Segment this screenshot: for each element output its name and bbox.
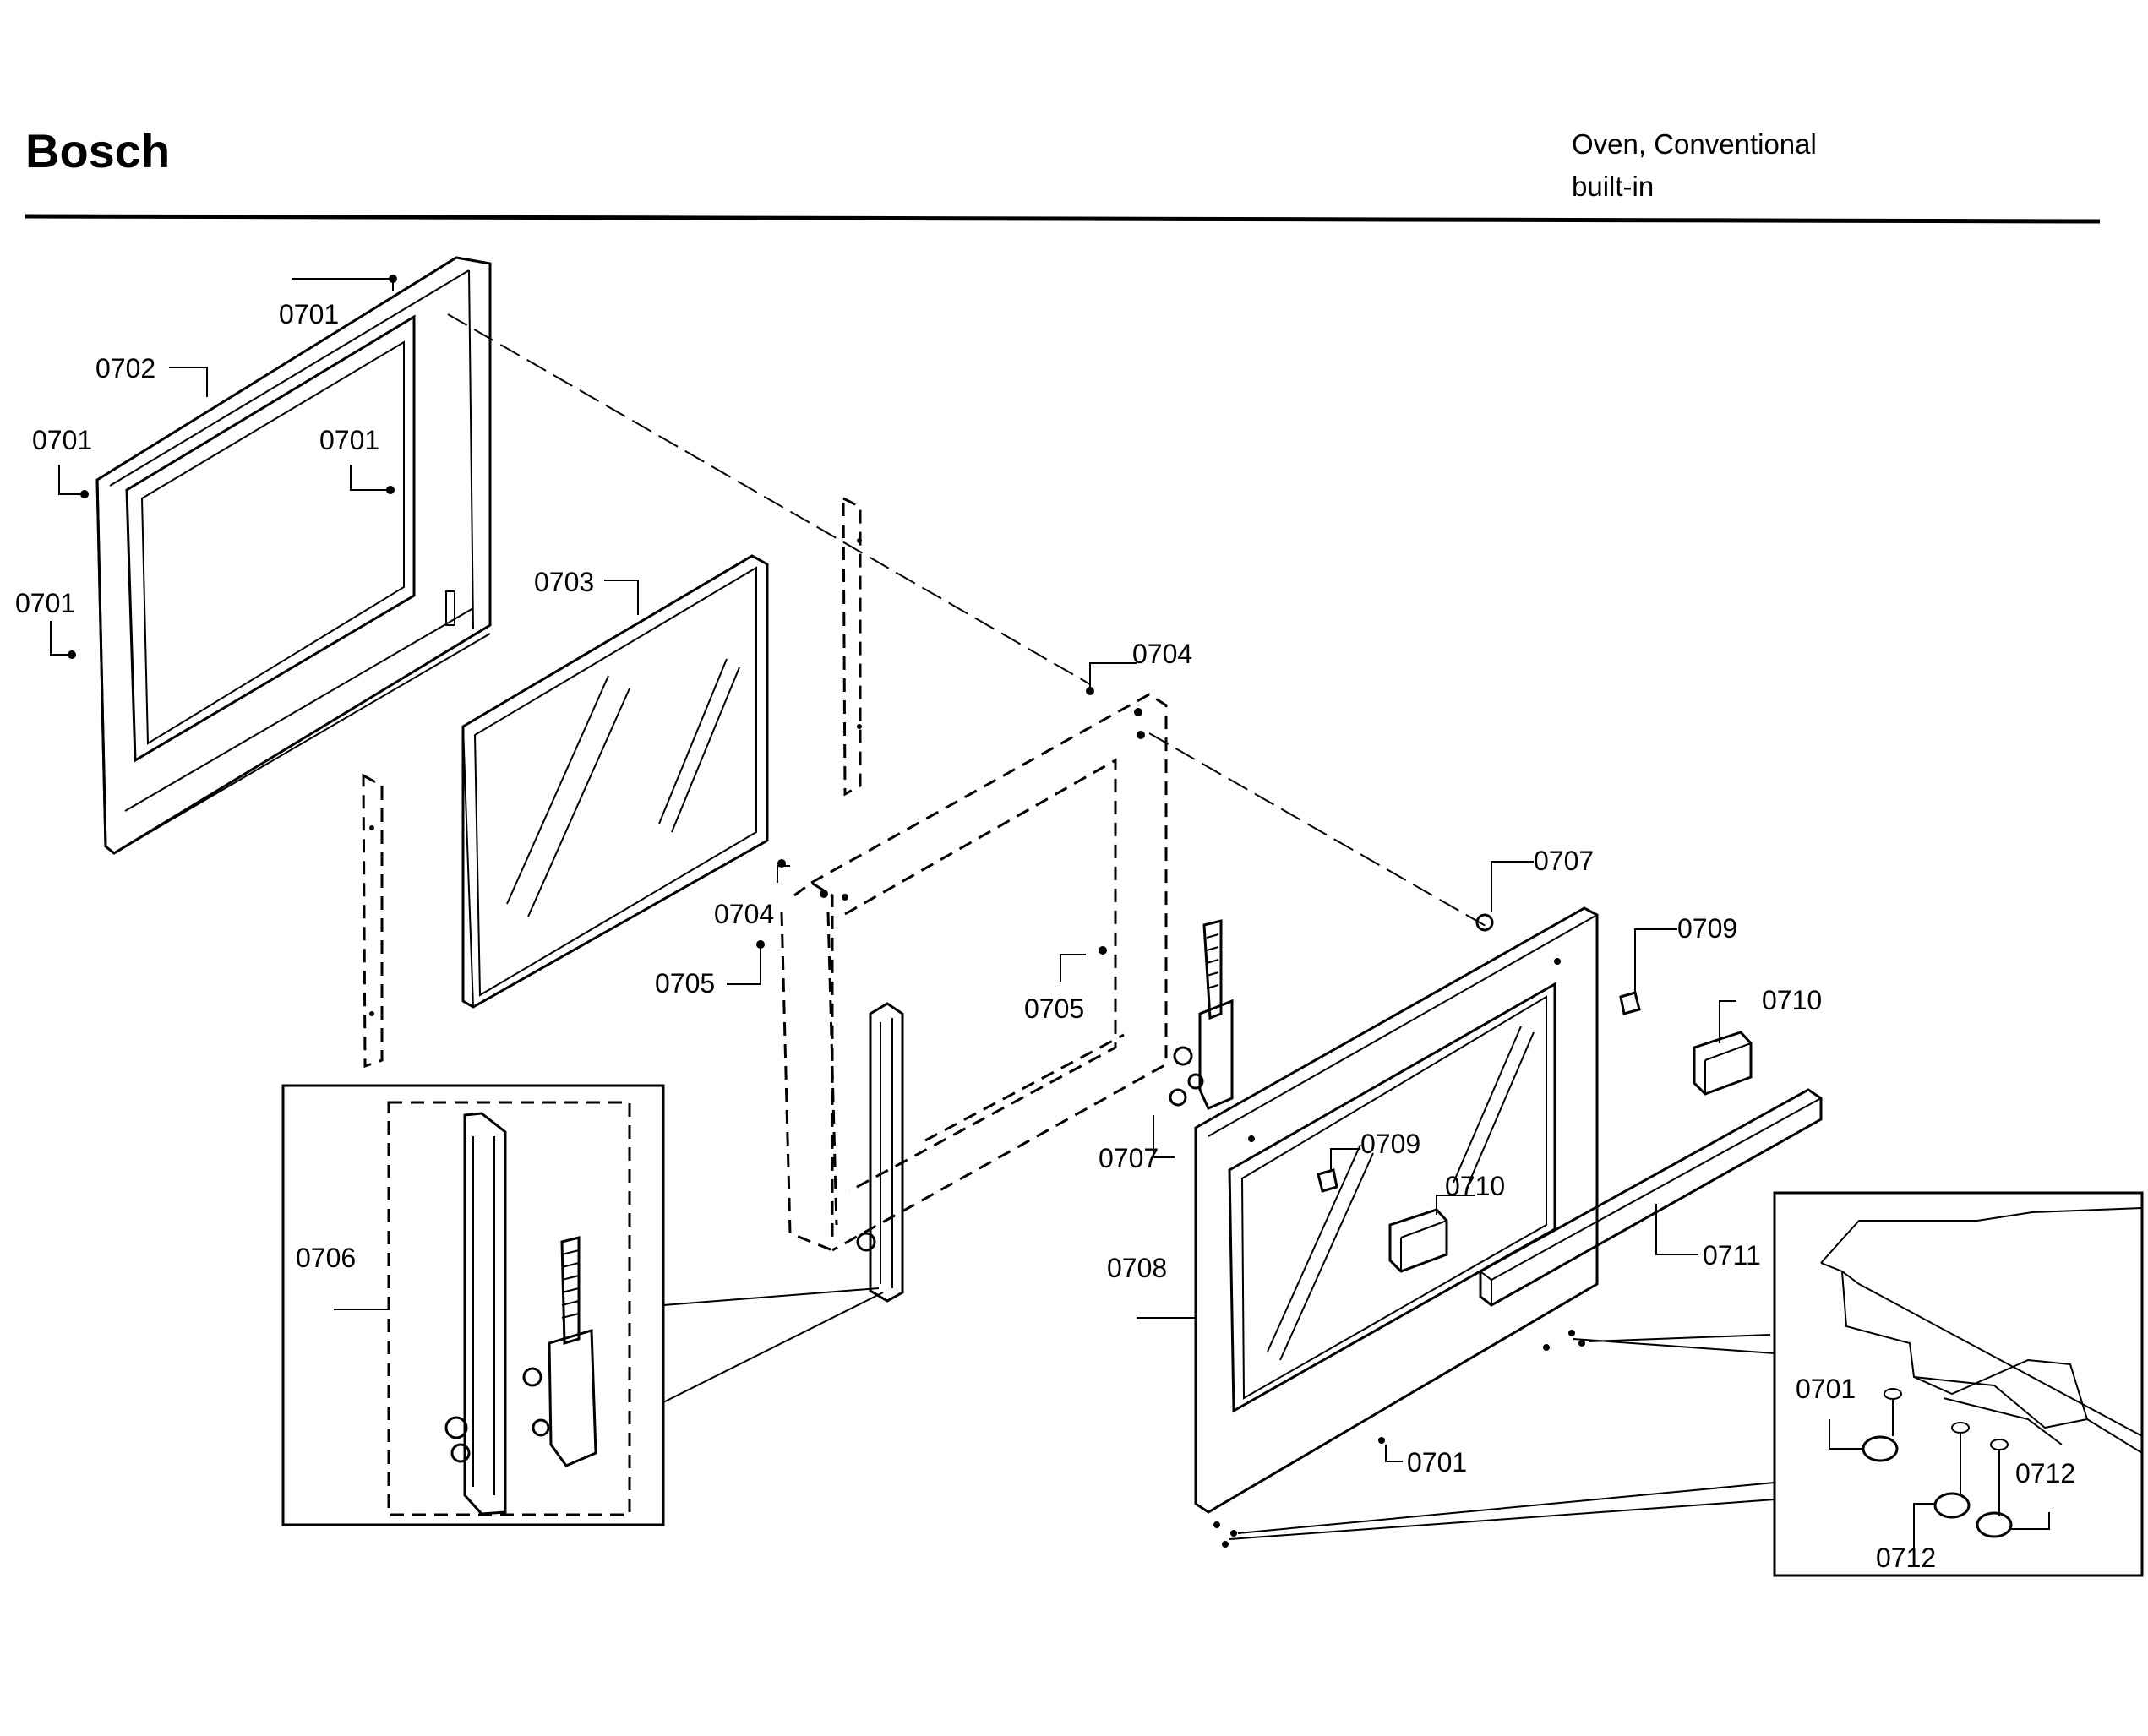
hinge-assembly-right <box>1173 919 1234 1110</box>
side-trim-strips <box>362 496 862 1069</box>
label-0709-right: 0709 <box>1677 913 1737 944</box>
label-0703: 0703 <box>534 567 594 597</box>
callout-labels: 0701 0702 0701 0701 0701 0703 0704 0704 … <box>15 299 2075 1573</box>
label-0707-bottom: 0707 <box>1099 1143 1159 1173</box>
spacer-bushings <box>1169 913 1494 1107</box>
outer-door-panel <box>1194 906 1599 1514</box>
door-handle <box>1479 1088 1823 1307</box>
label-0704-left: 0704 <box>714 899 774 929</box>
label-0701-door: 0701 <box>1407 1447 1467 1478</box>
label-0708: 0708 <box>1107 1253 1167 1283</box>
inner-glass-pane <box>461 554 769 1009</box>
brand-title: Bosch <box>25 124 170 177</box>
label-0710-right: 0710 <box>1762 985 1822 1015</box>
hinge-kit-detail <box>281 1084 884 1526</box>
handle-standoff-left <box>1317 1168 1448 1273</box>
label-0712-right: 0712 <box>2015 1458 2075 1488</box>
label-0701-top: 0701 <box>279 299 339 329</box>
alignment-lines <box>447 313 1492 930</box>
label-0702: 0702 <box>95 353 155 384</box>
door-screws <box>1213 1330 1775 1548</box>
label-0705-left: 0705 <box>655 968 715 999</box>
label-0701-left-upper: 0701 <box>32 425 92 455</box>
inner-door-frame <box>780 693 1168 1252</box>
header-rule <box>25 214 2101 224</box>
label-0710-left: 0710 <box>1445 1171 1505 1201</box>
product-subtype: built-in <box>1572 171 1654 202</box>
label-0705-right: 0705 <box>1024 993 1084 1024</box>
label-0706: 0706 <box>296 1243 356 1273</box>
callout-leaders <box>50 275 2050 1550</box>
label-0704-right: 0704 <box>1132 639 1192 669</box>
label-0701-inner: 0701 <box>319 425 379 455</box>
label-0701-left-lower: 0701 <box>15 588 75 618</box>
hinge-assembly-left <box>856 1002 904 1303</box>
label-0712-bottom: 0712 <box>1876 1543 1936 1573</box>
product-type: Oven, Conventional <box>1572 128 1817 160</box>
label-0711: 0711 <box>1703 1240 1761 1271</box>
screw-detail-box <box>1773 1191 2144 1577</box>
label-0707-top: 0707 <box>1534 846 1594 876</box>
handle-standoff-right <box>1619 991 1753 1096</box>
outer-door-frame <box>95 256 492 855</box>
label-0709-left: 0709 <box>1360 1129 1420 1159</box>
label-0701-detail: 0701 <box>1796 1374 1856 1404</box>
